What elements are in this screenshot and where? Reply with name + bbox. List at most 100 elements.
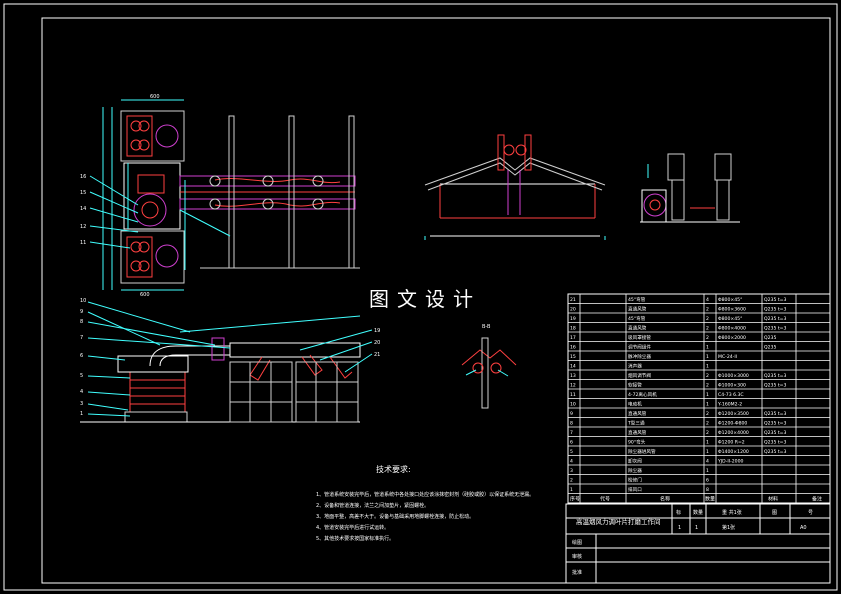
- lower-elevation: [80, 301, 373, 423]
- tb-r1-0: 标: [676, 509, 681, 516]
- bom-cell-no: 3: [570, 468, 573, 474]
- tb-r1-1: 数量: [693, 509, 703, 516]
- plan-view: [89, 99, 360, 291]
- outer-border: [3, 3, 838, 591]
- bom-cell-no: 13: [570, 373, 576, 379]
- bom-cell-spec: Φ1200×4000: [718, 430, 749, 436]
- svg-text:3: 3: [80, 401, 83, 407]
- bom-cell-name: 直通风管: [628, 429, 647, 436]
- bom-cell-spec: Φ1200 R=2: [718, 440, 745, 446]
- tb-r2-1: 1: [695, 525, 698, 531]
- title-block: [565, 503, 831, 584]
- bom-cell-name: 软接管: [628, 382, 642, 389]
- tb-r1-3: 图: [772, 510, 777, 516]
- bom-cell-mat: Q235 t=3: [764, 449, 786, 455]
- bom-cell-qty: 4: [706, 459, 709, 465]
- bom-cell-qty: 2: [706, 335, 709, 341]
- bom-cell-no: 6: [570, 440, 573, 446]
- bom-cell-spec: Φ1200×3500: [718, 411, 749, 417]
- bom-header-no: 序号: [570, 496, 580, 503]
- tb-role-1: 审核: [572, 553, 582, 560]
- tb-r1-2: 重 共1张: [722, 509, 742, 516]
- bom-cell-no: 4: [570, 459, 573, 465]
- side-elevation: [640, 153, 740, 223]
- svg-text:10: 10: [80, 298, 86, 304]
- svg-text:4: 4: [80, 389, 83, 395]
- bom-cell-qty: 1: [706, 392, 709, 398]
- bom-cell-no: 18: [570, 326, 576, 332]
- bom-cell-qty: 1: [706, 364, 709, 370]
- title-block-cells: 标 数量 重 共1张 图 号 1 1 第1张 A0 绘图 审核 批准: [572, 509, 813, 576]
- bom-cell-qty: 8: [706, 487, 709, 493]
- bom-cell-qty: 1: [706, 345, 709, 351]
- bom-cell-mat: Q235 t=3: [764, 421, 786, 427]
- bom-cell-qty: 2: [706, 316, 709, 322]
- bom-cell-no: 9: [570, 411, 573, 417]
- svg-text:1: 1: [80, 411, 83, 417]
- bom-cell-qty: 2: [706, 430, 709, 436]
- svg-text:19: 19: [374, 328, 380, 334]
- bom-cell-no: 5: [570, 449, 573, 455]
- bom-cell-mat: Q235: [764, 335, 776, 341]
- bom-cell-qty: 6: [706, 478, 709, 484]
- bom-cell-qty: 1: [706, 468, 709, 474]
- section-b-b: [461, 337, 517, 409]
- note-line: 3、地面平整，高差不大于。设备与基础采用地脚螺栓连接，防止松动。: [316, 513, 474, 520]
- bom-cell-name: 调节阀组件: [628, 344, 651, 351]
- bom-cell-mat: Q235 t=3: [764, 411, 786, 417]
- svg-text:12: 12: [80, 224, 86, 230]
- bom-cell-name: 直通风管: [628, 325, 647, 332]
- bom-cell-spec: Φ800×4000: [718, 326, 746, 332]
- bom-cell-name: T型三通: [627, 420, 645, 427]
- bom-cell-mat: Q235 t=3: [764, 307, 786, 313]
- bom-cell-name: 直通风管: [628, 410, 647, 417]
- bom-cell-spec: Φ1000×300: [718, 383, 746, 389]
- svg-text:7: 7: [80, 335, 83, 341]
- bom-header-note: 备注: [812, 496, 822, 503]
- notes-list: 1、管道系统安装完毕后，管道系统中各处接口处应该涂抹密封剂（硅胶或胶）以保证系统…: [316, 491, 534, 542]
- bom-cell-mat: Q235 t=3: [764, 316, 786, 322]
- bom-cell-spec: Φ1400×1200: [718, 449, 749, 455]
- bom-cell-qty: 2: [706, 383, 709, 389]
- bom-cell-no: 2: [570, 478, 573, 484]
- bom-cell-qty: 2: [706, 326, 709, 332]
- bom-cell-no: 19: [570, 316, 576, 322]
- bom-cell-mat: Q235 t=3: [764, 440, 786, 446]
- svg-text:15: 15: [80, 190, 86, 196]
- bom-cell-no: 20: [570, 307, 576, 313]
- svg-text:600: 600: [140, 292, 150, 298]
- svg-text:14: 14: [80, 206, 86, 212]
- bom-cell-no: 21: [570, 297, 576, 303]
- tb-r2-3: A0: [800, 525, 807, 531]
- bom-cell-mat: Q235 t=3: [764, 430, 786, 436]
- front-elevation: [424, 134, 606, 240]
- section-label: B-B: [482, 324, 491, 330]
- svg-text:6: 6: [80, 353, 83, 359]
- bom-cell-name: 直通风管: [628, 306, 647, 313]
- svg-text:11: 11: [80, 240, 86, 246]
- bom-cell-qty: 1: [706, 449, 709, 455]
- note-line: 4、管道安装完毕后进行试运转。: [316, 524, 389, 531]
- bom-cell-name: 脉冲除尘器: [628, 353, 651, 360]
- bom-header-name: 名称: [660, 496, 670, 503]
- tb-role-2: 批准: [572, 569, 582, 576]
- bom-cell-name: 排风口: [628, 486, 642, 493]
- svg-text:20: 20: [374, 340, 380, 346]
- bom-cell-name: 90°弯头: [628, 439, 646, 446]
- bom-cell-spec: Φ1000×3000: [718, 373, 749, 379]
- bom-cell-name: 检修门: [628, 477, 642, 484]
- bom-header-qty: 数量: [705, 496, 715, 503]
- bom-cell-name: 卸灰阀: [628, 458, 642, 465]
- bom-cell-no: 14: [570, 364, 576, 370]
- bom-cell-no: 8: [570, 421, 573, 427]
- bom-cell-qty: 1: [706, 354, 709, 360]
- bom-cell-name: 吸风罩接管: [628, 334, 651, 341]
- bom-cell-no: 17: [570, 335, 576, 341]
- bom-cell-no: 7: [570, 430, 573, 436]
- bom-cell-no: 11: [570, 392, 576, 398]
